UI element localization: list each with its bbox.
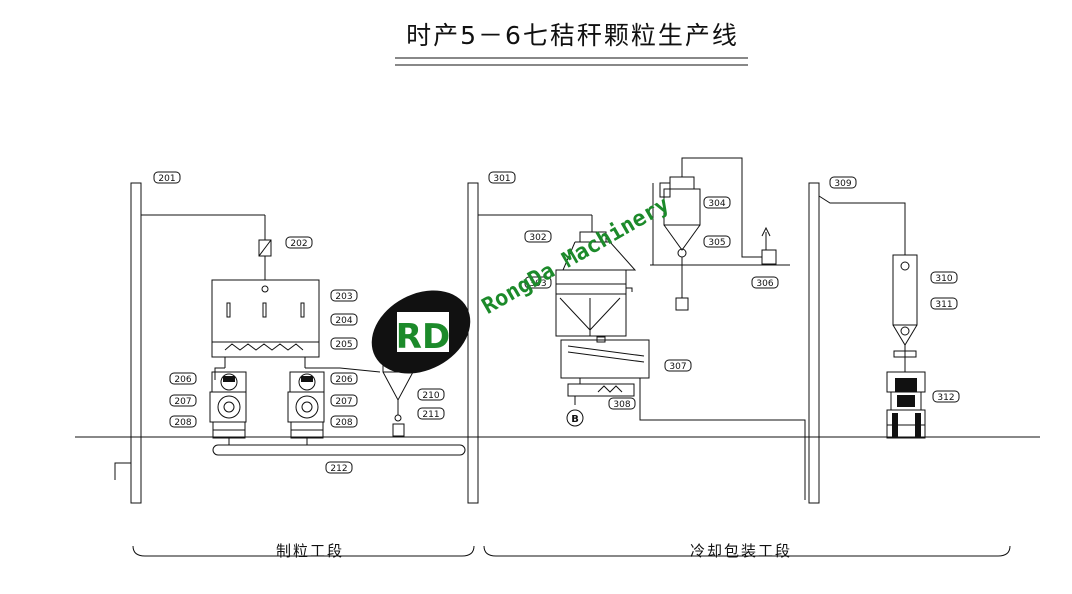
tag-202: 202 <box>285 236 313 249</box>
svg-text:207: 207 <box>174 397 191 407</box>
tag-207-left: 207 <box>169 394 197 407</box>
tag-208-left: 208 <box>169 415 197 428</box>
tag-211: 211 <box>417 407 445 420</box>
tag-303: 303 <box>524 276 552 289</box>
product-silo-310 <box>892 254 918 372</box>
tag-311: 311 <box>930 297 958 310</box>
svg-text:205: 205 <box>335 340 352 350</box>
svg-text:311: 311 <box>935 300 952 310</box>
tag-305: 305 <box>703 235 731 248</box>
tag-201: 201 <box>153 171 181 184</box>
svg-text:306: 306 <box>756 279 773 289</box>
svg-text:207: 207 <box>335 397 352 407</box>
airlock-305 <box>675 297 689 311</box>
svg-text:307: 307 <box>669 362 686 372</box>
tag-205: 205 <box>330 337 358 350</box>
svg-text:312: 312 <box>937 393 954 403</box>
tag-206-right: 206 <box>330 372 358 385</box>
tag-302: 302 <box>524 230 552 243</box>
fan-306 <box>761 249 777 265</box>
tag-208-right: 208 <box>330 415 358 428</box>
marker-b-circle <box>566 409 584 427</box>
vibrating-screen-307 <box>560 336 806 500</box>
tag-207-right: 207 <box>330 394 358 407</box>
tag-310: 310 <box>930 271 958 284</box>
bucket-elevator-309 <box>808 182 906 504</box>
brace-pelletizing <box>132 545 475 557</box>
bucket-elevator-201 <box>114 182 272 504</box>
belt-conveyor-212 <box>212 438 466 456</box>
tag-306: 306 <box>751 276 779 289</box>
svg-text:204: 204 <box>335 316 352 326</box>
rongda-logo-icon: RD <box>371 290 471 374</box>
tag-203: 203 <box>330 289 358 302</box>
counterflow-cooler-302 <box>555 231 637 337</box>
feed-bin-203 <box>211 279 381 380</box>
tag-212: 212 <box>325 461 353 474</box>
tag-210: 210 <box>417 388 445 401</box>
diagram-title: 时产5－6七秸秆颗粒生产线 <box>406 21 739 50</box>
svg-text:201: 201 <box>158 174 175 184</box>
svg-text:211: 211 <box>422 410 439 420</box>
svg-text:206: 206 <box>174 375 191 385</box>
svg-text:210: 210 <box>422 391 439 401</box>
svg-text:203: 203 <box>335 292 352 302</box>
tag-301: 301 <box>488 171 516 184</box>
tag-206-left: 206 <box>169 372 197 385</box>
svg-text:212: 212 <box>330 464 347 474</box>
svg-text:309: 309 <box>834 179 851 189</box>
tag-309: 309 <box>829 176 857 189</box>
tag-312: 312 <box>932 390 960 403</box>
svg-text:308: 308 <box>613 400 630 410</box>
section-label-pelletizing: 制粒工段 <box>276 542 345 560</box>
tag-204: 204 <box>330 313 358 326</box>
svg-text:303: 303 <box>529 279 546 289</box>
section-label-cooling-packing: 冷却包装工段 <box>690 542 793 560</box>
tag-308: 308 <box>608 397 636 410</box>
tag-304: 304 <box>703 196 731 209</box>
screw-conveyor-308 <box>566 383 635 427</box>
svg-text:304: 304 <box>708 199 725 209</box>
brace-cooling-packing <box>483 545 1011 557</box>
svg-text:208: 208 <box>335 418 352 428</box>
cooling-cyclone-304 <box>650 157 790 311</box>
svg-text:305: 305 <box>708 238 725 248</box>
pellet-mill-1 <box>209 371 247 439</box>
airlock-211 <box>392 423 405 437</box>
tag-307: 307 <box>664 359 692 372</box>
svg-text:202: 202 <box>290 239 307 249</box>
bucket-elevator-301 <box>467 182 593 504</box>
marker-b: B <box>571 414 579 425</box>
svg-text:206: 206 <box>335 375 352 385</box>
svg-text:301: 301 <box>493 174 510 184</box>
svg-text:310: 310 <box>935 274 952 284</box>
logo-text: RD <box>396 317 450 357</box>
svg-text:208: 208 <box>174 418 191 428</box>
svg-text:302: 302 <box>529 233 546 243</box>
